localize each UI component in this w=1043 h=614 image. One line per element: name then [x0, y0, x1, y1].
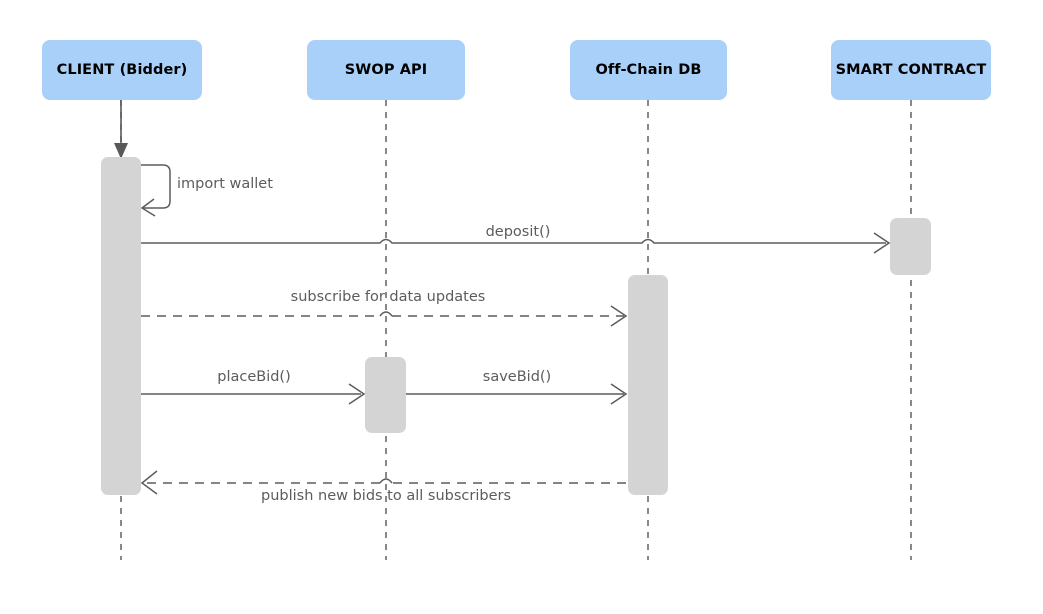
message-publish-hop: [379, 478, 393, 484]
message-import-wallet[interactable]: [140, 164, 171, 217]
message-label-deposit: deposit(): [485, 224, 551, 240]
arrowhead-open-icon: [140, 470, 158, 495]
activation-smart-contract: [890, 218, 931, 275]
arrowhead-open-icon: [873, 232, 891, 254]
participant-label-smart-contract: SMART CONTRACT: [835, 62, 987, 78]
message-label-placebid: placeBid(): [217, 369, 291, 385]
arrowhead-open-icon: [140, 198, 156, 217]
message-subscribe[interactable]: [141, 305, 628, 327]
arrowhead-open-icon: [610, 383, 628, 405]
start-arrow-head-icon: [114, 143, 128, 159]
participant-label-client: CLIENT (Bidder): [56, 62, 188, 78]
participant-label-offchain-db: Off-Chain DB: [595, 62, 702, 78]
message-label-publish: publish new bids to all subscribers: [260, 488, 512, 504]
message-import-wallet-shaft: [141, 164, 171, 209]
participant-header-client[interactable]: CLIENT (Bidder): [42, 40, 202, 100]
message-label-import-wallet: import wallet: [177, 176, 273, 192]
participant-header-smart-contract[interactable]: SMART CONTRACT: [831, 40, 991, 100]
arrowhead-open-icon: [610, 305, 628, 327]
arrowhead-open-icon: [348, 383, 366, 405]
message-label-savebid: saveBid(): [482, 369, 552, 385]
message-subscribe-hop: [379, 311, 393, 317]
activation-offchain-db: [628, 275, 668, 495]
participant-header-swop-api[interactable]: SWOP API: [307, 40, 465, 100]
message-savebid[interactable]: [406, 383, 628, 405]
activation-swop-api: [365, 357, 406, 433]
message-deposit-shaft: [141, 238, 886, 244]
message-label-subscribe: subscribe for data updates: [290, 289, 486, 305]
message-placebid[interactable]: [141, 383, 366, 405]
activation-client: [101, 157, 141, 495]
participant-header-offchain-db[interactable]: Off-Chain DB: [570, 40, 727, 100]
participant-label-swop-api: SWOP API: [344, 62, 428, 78]
